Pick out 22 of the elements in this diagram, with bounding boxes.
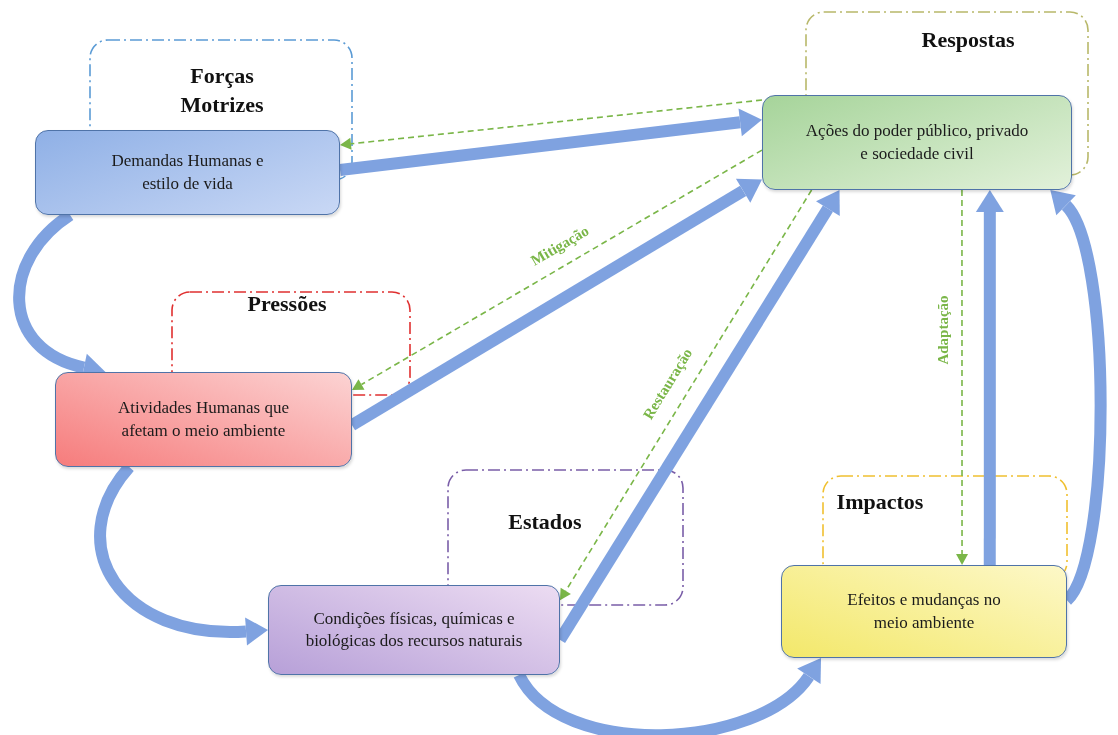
arrow (975, 190, 1004, 565)
process-box (55, 372, 352, 467)
group-heading: Impactos (835, 488, 925, 516)
arrow (339, 108, 762, 176)
process-box (35, 130, 340, 215)
process-box (268, 585, 560, 675)
group-heading: Pressões (246, 290, 328, 318)
arrow (956, 189, 969, 565)
box-label: Ações do poder público, privado e sociedade civil (804, 120, 1030, 165)
box-label: Demandas Humanas e estilo de vida (110, 150, 265, 195)
process-box (762, 95, 1072, 190)
arrow (560, 189, 813, 601)
arrow (340, 99, 763, 150)
box-label: Atividades Humanas que afetam o meio ambiente (117, 397, 290, 442)
group-heading: Estados (507, 508, 583, 536)
arrow (514, 659, 824, 735)
process-box (781, 565, 1067, 658)
box-label: Condições físicas, químicas e biológicas dos recursos naturais (304, 607, 524, 652)
box-label: Efeitos e mudanças no meio ambiente (846, 589, 1002, 634)
arrow (352, 149, 763, 391)
group-heading: Forças Motrizes (179, 62, 265, 119)
group-heading: Respostas (920, 26, 1016, 54)
